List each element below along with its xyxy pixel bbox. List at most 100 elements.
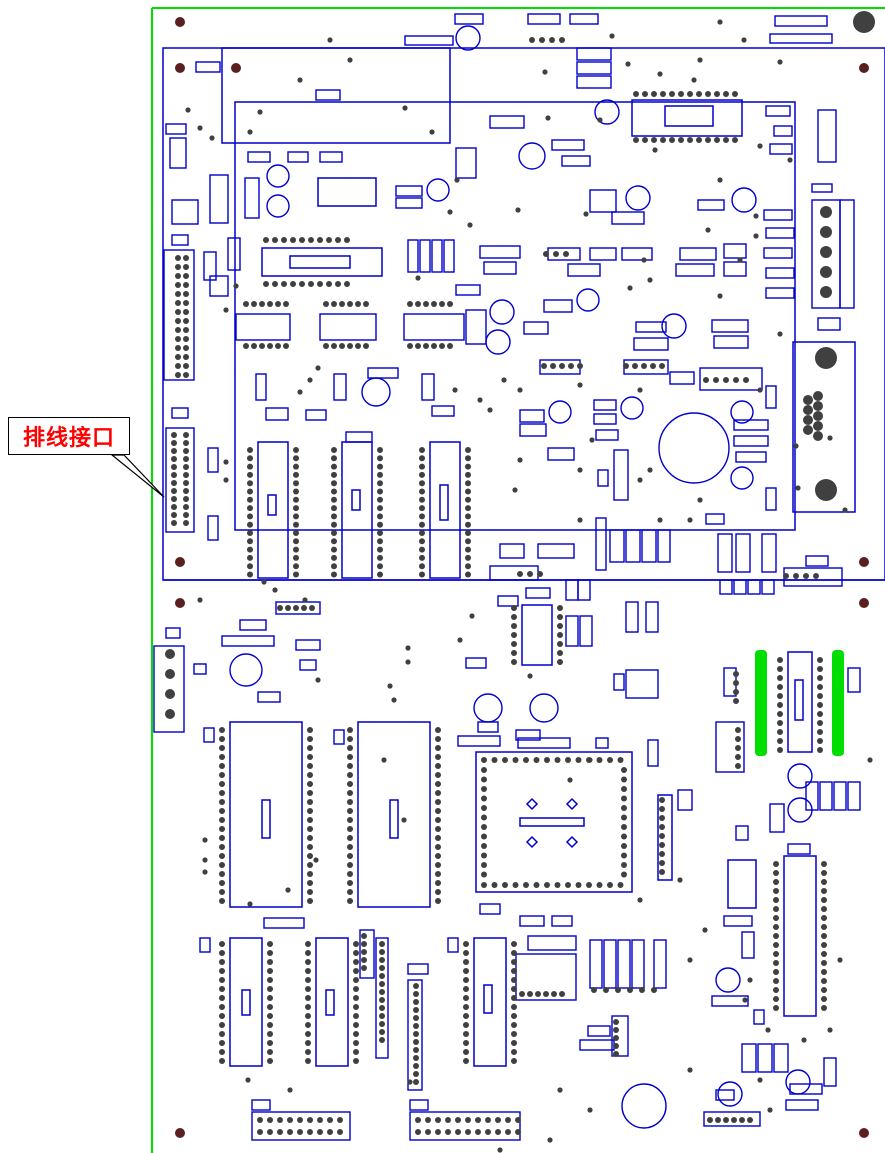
pad [183, 291, 189, 297]
pad [637, 477, 643, 483]
pad [305, 1040, 311, 1046]
pad [285, 605, 291, 611]
pad [821, 978, 827, 984]
pad [739, 1117, 745, 1123]
pad [583, 211, 589, 217]
pad [377, 571, 383, 578]
pad [307, 853, 313, 859]
pad [305, 1031, 311, 1037]
pad [331, 571, 337, 578]
pad [171, 440, 177, 446]
pad [820, 286, 832, 298]
pad [435, 889, 441, 895]
pad [542, 69, 548, 75]
pad [219, 844, 225, 850]
pad [485, 1129, 491, 1135]
pad [447, 301, 453, 307]
pad [293, 521, 299, 528]
pad [613, 1051, 619, 1057]
pad [263, 281, 269, 287]
pad [243, 301, 249, 307]
pad [696, 137, 702, 143]
pad [813, 431, 823, 441]
pad [511, 959, 517, 965]
pad [297, 1129, 303, 1135]
pad [512, 882, 519, 888]
pad [737, 257, 743, 263]
pad [621, 776, 627, 783]
pad [413, 1031, 419, 1037]
pad [313, 857, 319, 863]
pad [331, 301, 337, 307]
pad [331, 513, 337, 520]
pad [733, 377, 739, 383]
pad [267, 959, 273, 965]
pad [267, 1049, 273, 1055]
pad [267, 1022, 273, 1028]
pad [413, 1039, 419, 1045]
pad [285, 887, 291, 893]
pad [435, 799, 441, 805]
pad [485, 1117, 491, 1123]
pad [481, 776, 487, 783]
pad [817, 720, 823, 726]
pad [377, 488, 383, 495]
pad [465, 488, 471, 495]
pad [650, 363, 656, 369]
pad [419, 463, 425, 470]
pad [491, 882, 498, 888]
pad [379, 1037, 385, 1043]
pad [283, 301, 289, 307]
callout-label: 排线接口 [22, 426, 115, 451]
pad [413, 1023, 419, 1029]
pad [777, 331, 783, 337]
pad [463, 959, 469, 965]
pad [183, 345, 189, 351]
pad [777, 675, 783, 681]
pad [175, 282, 181, 288]
pad [305, 1013, 311, 1019]
pad [511, 1049, 517, 1055]
pad [413, 983, 419, 989]
pad [305, 959, 311, 965]
pad [297, 77, 303, 83]
pad [607, 757, 613, 763]
pad [741, 37, 747, 43]
pad [773, 996, 779, 1002]
pad [511, 1040, 517, 1046]
pad [517, 387, 523, 393]
pad [353, 995, 359, 1001]
pad [183, 282, 189, 288]
pad [259, 343, 265, 349]
pad [615, 987, 621, 993]
pad [801, 1037, 807, 1043]
pad [347, 826, 353, 832]
pad [361, 965, 367, 971]
pad [803, 405, 813, 415]
pad [527, 571, 533, 577]
pad [175, 363, 181, 369]
pad [705, 137, 711, 143]
pad [820, 226, 832, 238]
pad [419, 521, 425, 528]
pad [517, 457, 523, 463]
pad [463, 995, 469, 1001]
pad [347, 745, 353, 751]
pad [402, 105, 408, 111]
pad [326, 281, 332, 287]
pad [171, 448, 177, 454]
pad [567, 777, 573, 783]
pad [773, 1005, 779, 1011]
pad [277, 605, 283, 611]
pad [293, 471, 299, 478]
pad [317, 237, 323, 243]
pad [705, 91, 711, 97]
pad [247, 538, 253, 545]
pad [419, 480, 425, 487]
pad [773, 987, 779, 993]
pad [377, 463, 383, 470]
pad [361, 941, 367, 947]
pad [347, 736, 353, 742]
pad [465, 1117, 471, 1123]
pad [219, 817, 225, 823]
